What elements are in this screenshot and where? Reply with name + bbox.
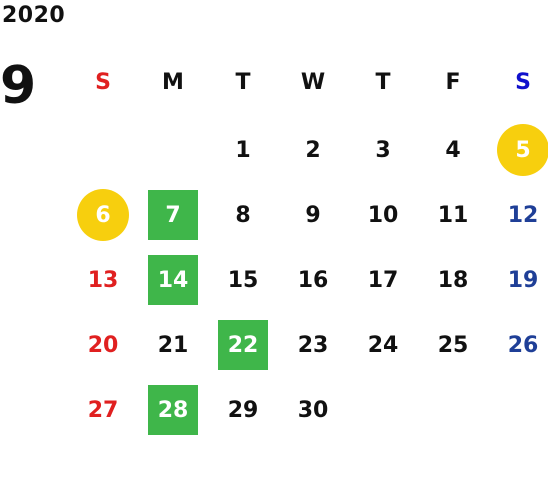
day-cell[interactable]: 10 [367,202,399,228]
day-cell[interactable]: 27 [87,397,119,423]
weekday-fri: F [445,69,461,95]
day-cell[interactable]: 25 [437,332,469,358]
day-cell[interactable]: 20 [87,332,119,358]
day-cell[interactable]: 7 [138,190,208,240]
day-cell[interactable]: 24 [367,332,399,358]
day-cell[interactable]: 3 [375,137,391,163]
day-cell[interactable]: 17 [367,267,399,293]
highlight-square: 22 [218,320,268,370]
day-cell[interactable]: 28 [138,385,208,435]
year-label: 2020 [2,3,66,28]
highlight-square: 7 [148,190,198,240]
weekday-tue: T [235,69,251,95]
day-cell[interactable]: 4 [445,137,461,163]
day-cell[interactable]: 19 [507,267,539,293]
day-cell[interactable]: 15 [227,267,259,293]
month-label: 9 [0,56,37,116]
day-cell[interactable]: 6 [68,189,138,241]
holiday-circle: 6 [77,189,129,241]
day-cell[interactable]: 23 [297,332,329,358]
day-cell[interactable]: 1 [235,137,251,163]
weekday-thu: T [375,69,391,95]
weekday-sun: S [95,69,111,95]
holiday-circle: 5 [497,124,548,176]
weekday-mon: M [162,69,184,95]
day-cell[interactable]: 11 [437,202,469,228]
day-cell[interactable]: 21 [157,332,189,358]
day-cell[interactable]: 26 [507,332,539,358]
day-cell[interactable]: 29 [227,397,259,423]
day-cell[interactable]: 13 [87,267,119,293]
day-cell[interactable]: 30 [297,397,329,423]
highlight-square: 28 [148,385,198,435]
day-cell[interactable]: 22 [208,320,278,370]
weekday-wed: W [300,69,326,95]
day-cell[interactable]: 9 [305,202,321,228]
day-cell[interactable]: 2 [305,137,321,163]
weekday-sat: S [515,69,531,95]
day-cell[interactable]: 16 [297,267,329,293]
day-cell[interactable]: 8 [235,202,251,228]
day-cell[interactable]: 5 [488,124,548,176]
day-cell[interactable]: 14 [138,255,208,305]
day-cell[interactable]: 18 [437,267,469,293]
day-cell[interactable]: 12 [507,202,539,228]
highlight-square: 14 [148,255,198,305]
